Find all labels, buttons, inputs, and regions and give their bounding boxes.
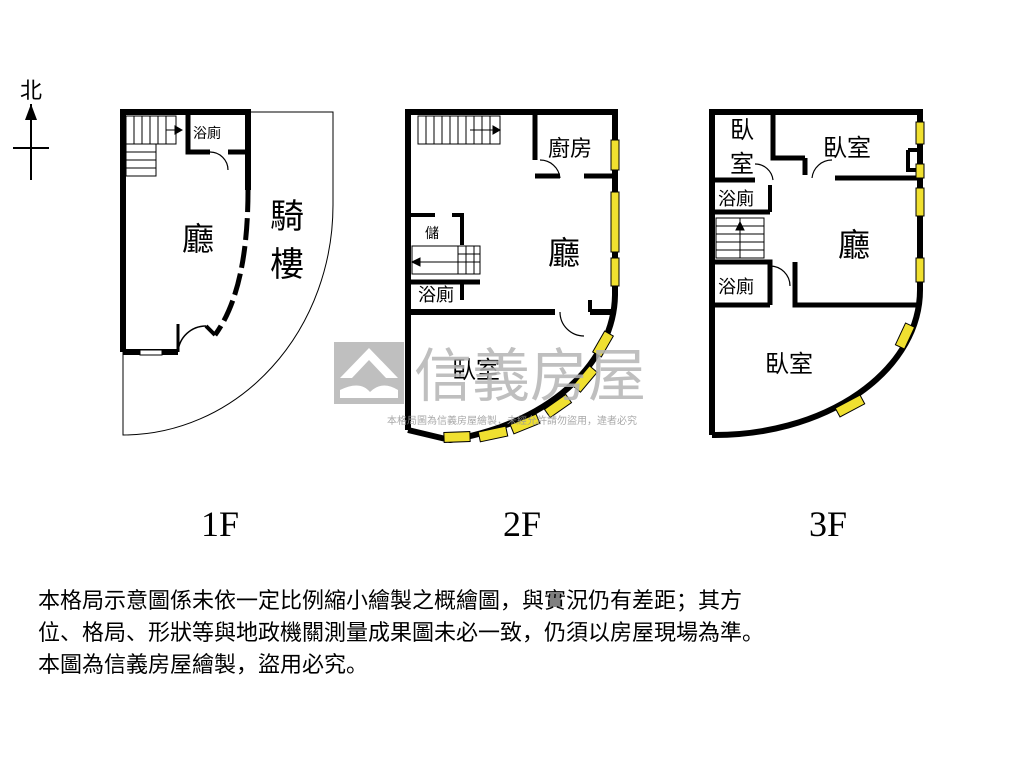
room-3f-bedroom-bottom: 臥室	[765, 350, 813, 378]
room-3f-bath-upper: 浴廁	[718, 188, 754, 210]
room-2f-bedroom: 臥室	[452, 356, 500, 384]
watermark-caption: 本格局圖為信義房屋繪製，未經允許請勿盜用，違者必究	[387, 414, 637, 427]
room-3f-bedroom-top: 臥室	[823, 134, 871, 162]
floor-1f-plan: 廳 浴廁 騎 樓	[120, 109, 334, 436]
floor-2f-plan: 廚房 廳 儲 浴廁 臥室	[405, 109, 620, 444]
floor-label-1f: 1F	[201, 504, 239, 544]
disclaimer-line-3: 本圖為信義房屋繪製，盜用必究。	[38, 653, 369, 678]
floor-label-2f: 2F	[503, 504, 541, 544]
room-1f-arcade-1: 騎	[270, 197, 304, 237]
watermark-brand: 信義房屋	[414, 342, 646, 410]
windows-3f	[834, 121, 925, 418]
floor-3f-plan: 臥 室 臥室 浴廁 廳 浴廁 臥室	[709, 109, 925, 439]
room-1f-bath: 浴廁	[193, 125, 221, 142]
floor-label-3f: 3F	[809, 504, 847, 544]
stairs-1f	[125, 115, 184, 177]
room-2f-living: 廳	[548, 234, 580, 272]
disclaimer-text: 本格局示意圖係未依一定比例縮小繪製之概繪圖，與實況仍有差距；其方 位、格局、形狀…	[38, 586, 1008, 682]
room-3f-bedroom-small-1: 臥	[730, 116, 754, 144]
room-2f-bath: 浴廁	[418, 284, 454, 306]
watermark: 信義房屋 本格局圖為信義房屋繪製，未經允許請勿盜用，違者必究	[334, 342, 646, 427]
room-2f-storage: 儲	[425, 226, 439, 242]
room-3f-bath-lower: 浴廁	[718, 276, 754, 298]
north-arrow: 北	[13, 79, 49, 180]
room-3f-bedroom-small-2: 室	[730, 150, 754, 178]
windows-2f	[443, 139, 620, 443]
stairs-2f-upper	[417, 115, 502, 145]
disclaimer-line-1: 本格局示意圖係未依一定比例縮小繪製之概繪圖，與實況仍有差距；其方	[38, 589, 743, 614]
floor-plan-diagram: 北 廳 浴廁 騎 樓	[13, 79, 925, 544]
room-1f-arcade-2: 樓	[270, 245, 304, 285]
disclaimer-line-2: 位、格局、形狀等與地政機關測量成果圖未必一致，仍須以房屋現場為準。	[38, 621, 765, 646]
stairs-2f-middle	[410, 245, 481, 275]
stairs-3f	[715, 217, 765, 259]
room-2f-kitchen: 廚房	[548, 137, 592, 162]
room-3f-living: 廳	[838, 226, 870, 264]
north-label: 北	[20, 79, 42, 104]
watermark-logo-icon	[334, 342, 404, 404]
room-1f-living: 廳	[182, 220, 214, 258]
